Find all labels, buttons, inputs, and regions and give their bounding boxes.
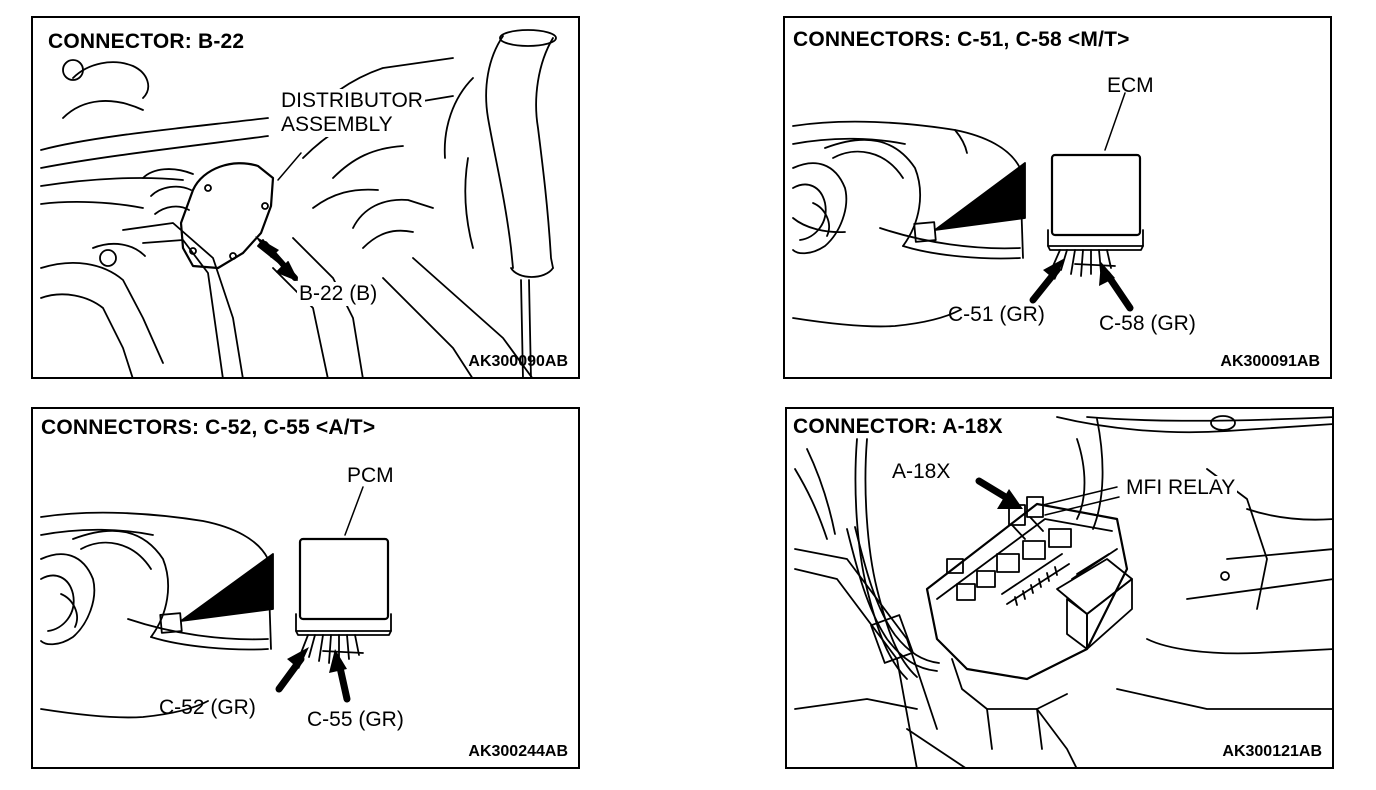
distributor-label-line1: DISTRIBUTOR xyxy=(281,89,423,112)
panel-a18x: CONNECTOR: A-18X A-18X MFI RELAY AK30012… xyxy=(785,407,1334,769)
distributor-label: DISTRIBUTOR ASSEMBLY xyxy=(279,89,425,137)
c58-label: C-58 (GR) xyxy=(1099,312,1196,335)
panel-title: CONNECTOR: A-18X xyxy=(793,415,1003,438)
mfi-relay-label: MFI RELAY xyxy=(1124,476,1238,500)
c51-label: C-51 (GR) xyxy=(948,303,1045,326)
a18x-label: A-18X xyxy=(892,460,951,483)
c52-label: C-52 (GR) xyxy=(159,696,256,719)
c55-label: C-55 (GR) xyxy=(307,708,404,731)
distributor-illustration xyxy=(40,29,557,377)
ecm-illustration xyxy=(792,92,1144,328)
panel-b22: CONNECTOR: B-22 DISTRIBUTOR ASSEMBLY B-2… xyxy=(31,16,580,379)
panel-c52-c55: CONNECTORS: C-52, C-55 <A/T> PCM C-52 (G… xyxy=(31,407,580,769)
panel-title: CONNECTOR: B-22 xyxy=(48,30,245,53)
panel-c51-c58: CONNECTORS: C-51, C-58 <M/T> ECM C-51 (G… xyxy=(783,16,1332,379)
distributor-label-line2: ASSEMBLY xyxy=(281,113,393,136)
figure-code: AK300091AB xyxy=(1220,353,1320,370)
pcm-label: PCM xyxy=(347,464,394,487)
panel-title: CONNECTORS: C-51, C-58 <M/T> xyxy=(793,28,1130,51)
figure-code: AK300090AB xyxy=(468,353,568,370)
figure-code: AK300121AB xyxy=(1222,743,1322,760)
pcm-illustration xyxy=(40,486,392,719)
relay-box-illustration xyxy=(794,415,1332,767)
figure-code: AK300244AB xyxy=(468,743,568,760)
connector-label: B-22 (B) xyxy=(297,282,380,306)
ecm-label: ECM xyxy=(1107,74,1154,97)
panel-title: CONNECTORS: C-52, C-55 <A/T> xyxy=(41,416,376,439)
